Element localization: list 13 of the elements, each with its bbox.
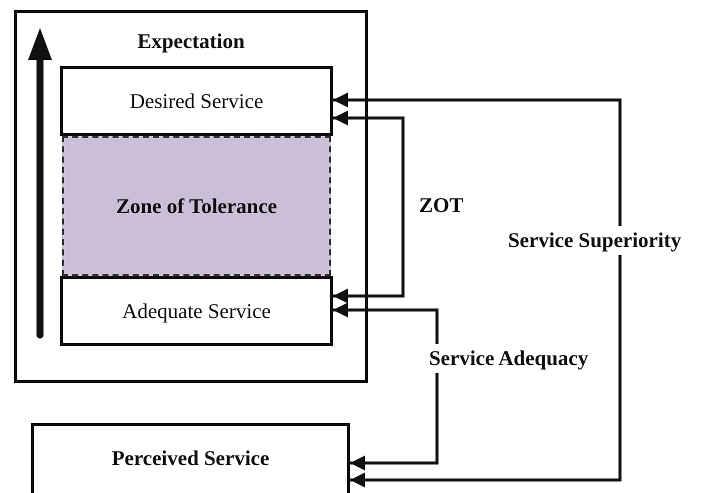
node-label: Adequate Service <box>122 298 271 324</box>
service-box <box>31 423 350 493</box>
service-box <box>60 276 333 346</box>
service-box <box>60 66 333 136</box>
heading: Expectation <box>137 29 245 54</box>
connector-arrow <box>333 92 622 488</box>
tolerance-zone-box <box>62 136 331 276</box>
expectation-box <box>14 10 368 383</box>
connector-arrow <box>333 302 438 470</box>
connector-arrow <box>333 110 404 304</box>
node-label: Desired Service <box>130 88 264 114</box>
node-label: Zone of Tolerance <box>116 194 277 218</box>
node-label: Perceived Service <box>112 445 270 471</box>
